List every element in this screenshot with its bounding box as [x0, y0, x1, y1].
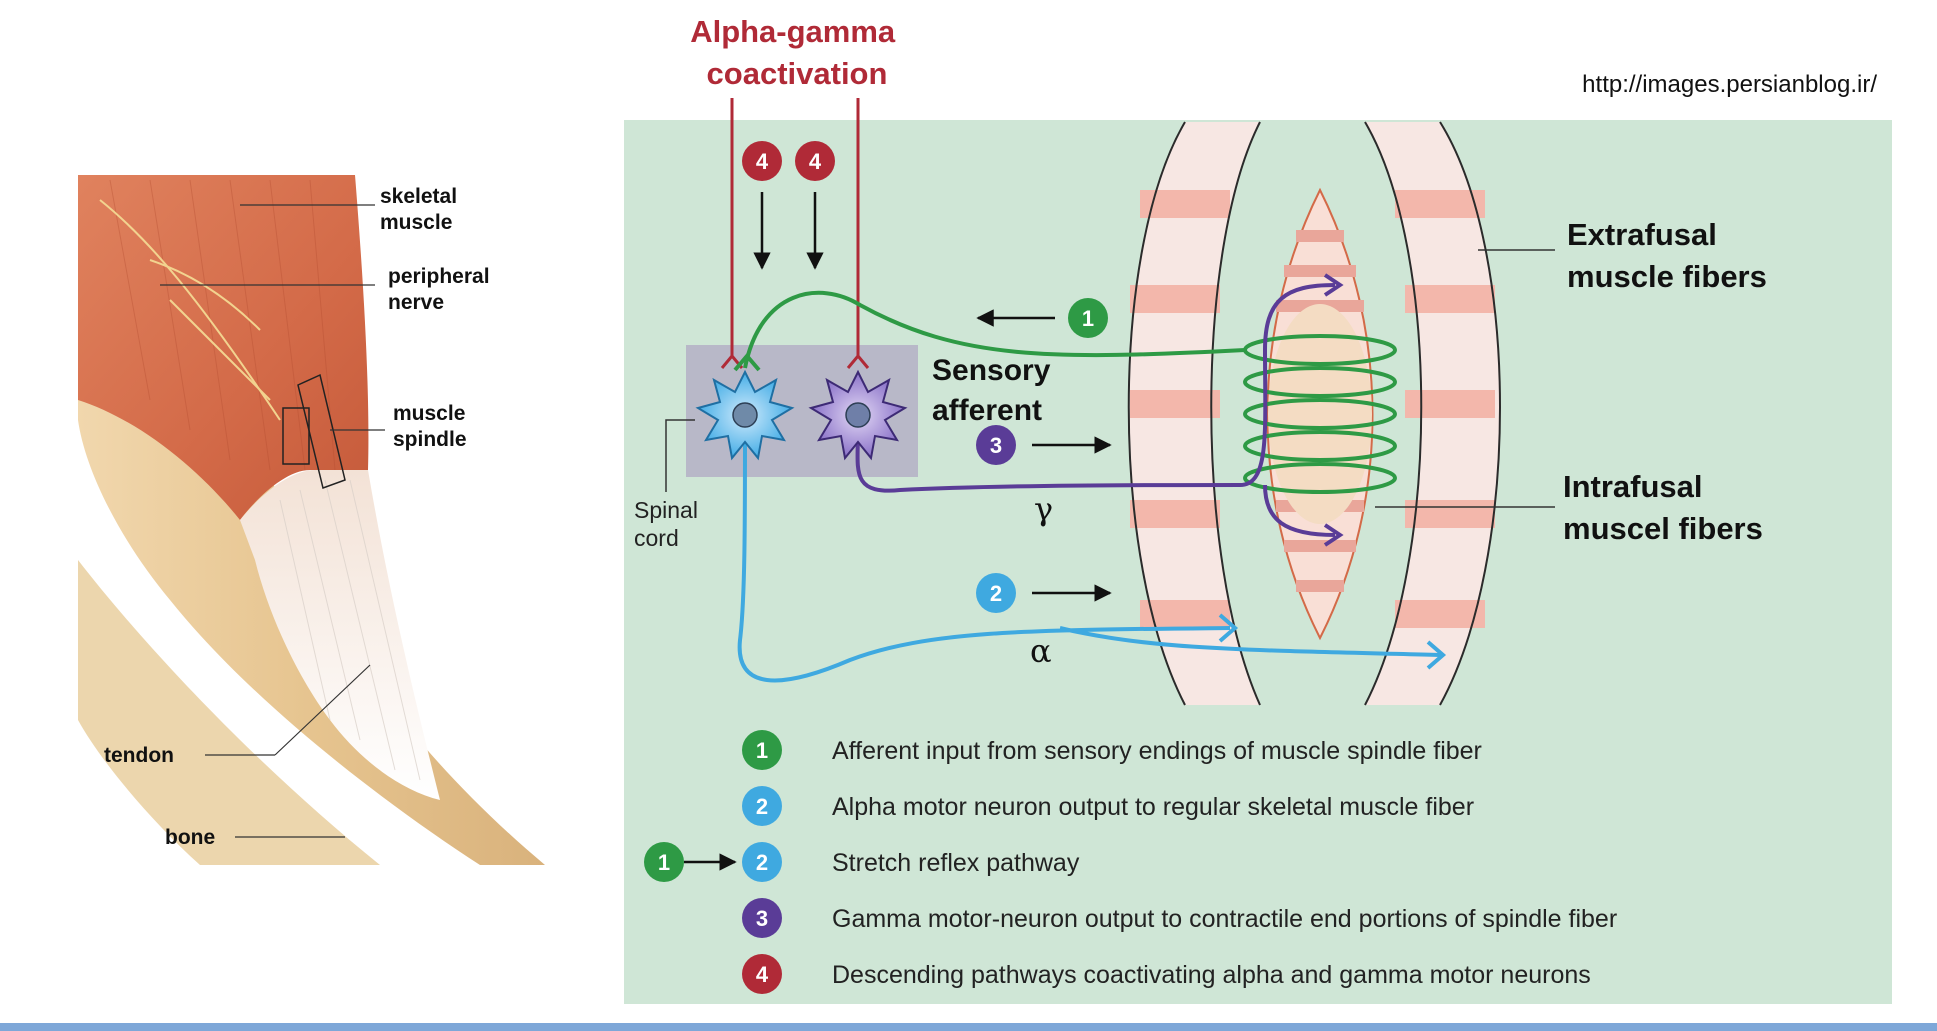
spinal-cord-leader — [665, 419, 695, 492]
legend-row-5: 4 Descending pathways coactivating alpha… — [742, 954, 1591, 994]
diagram-badge-1: 1 — [1068, 298, 1108, 338]
intrafusal-spindle — [1266, 187, 1374, 641]
anatomy-illustration: skeletal muscle peripheral nerve muscle … — [78, 175, 545, 865]
diagram-badge-4b: 4 — [795, 141, 835, 181]
spindle-outline-box — [297, 373, 346, 489]
label-sensory-afferent: Sensory afferent — [932, 354, 1059, 427]
legend: 1 Afferent input from sensory endings of… — [644, 730, 1617, 994]
bone-lower — [78, 560, 380, 865]
alpha-terminal-2 — [1426, 640, 1447, 670]
label-intrafusal: Intrafusal muscel fibers — [1563, 469, 1763, 546]
svg-text:Stretch reflex pathway: Stretch reflex pathway — [832, 849, 1080, 877]
svg-text:1: 1 — [658, 850, 670, 875]
peripheral-nerve-lines — [99, 199, 281, 421]
diagram-panel — [624, 120, 1892, 1004]
footer-rule — [0, 1023, 1937, 1031]
diagram-badge-3: 3 — [976, 425, 1016, 465]
extrafusal-fibers — [1127, 121, 1501, 706]
label-gamma: γ — [1034, 490, 1053, 528]
svg-text:2: 2 — [756, 850, 768, 875]
diagram-badge-4a: 4 — [742, 141, 782, 181]
svg-text:2: 2 — [756, 794, 768, 819]
label-alpha: α — [1030, 632, 1052, 670]
alpha-path — [737, 429, 1441, 683]
label-muscle-spindle: muscle spindle — [393, 402, 471, 451]
direction-arrows — [753, 192, 1112, 602]
label-bone: bone — [165, 826, 215, 849]
svg-text:3: 3 — [756, 906, 768, 931]
svg-text:Alpha motor neuron output to r: Alpha motor neuron output to regular ske… — [832, 793, 1474, 821]
gamma-motor-neuron — [808, 369, 908, 461]
svg-text:4: 4 — [756, 962, 769, 987]
gamma-path — [855, 283, 1336, 537]
gamma-terminal-top — [1323, 273, 1344, 297]
label-spinal-cord: Spinal cord — [634, 497, 704, 551]
svg-text:Afferent input from sensory en: Afferent input from sensory endings of m… — [832, 737, 1482, 765]
alpha-motor-neuron — [695, 369, 795, 461]
legend-row-3: 1 2 Stretch reflex pathway — [644, 842, 1080, 882]
sensory-terminal — [733, 352, 761, 372]
svg-text:Descending pathways coactivati: Descending pathways coactivating alpha a… — [832, 961, 1591, 989]
svg-text:1: 1 — [1082, 306, 1094, 331]
anatomy-leader-lines — [160, 204, 385, 838]
svg-text:Gamma motor-neuron output to c: Gamma motor-neuron output to contractile… — [832, 905, 1617, 933]
svg-text:3: 3 — [990, 433, 1002, 458]
alpha-terminal-1 — [1218, 613, 1239, 643]
svg-text:4: 4 — [756, 149, 769, 174]
svg-text:2: 2 — [990, 581, 1002, 606]
legend-row-2: 2 Alpha motor neuron output to regular s… — [742, 786, 1474, 826]
svg-text:4: 4 — [809, 149, 822, 174]
legend-row-1: 1 Afferent input from sensory endings of… — [742, 730, 1482, 770]
sensory-coil — [1243, 334, 1397, 494]
label-extrafusal: Extrafusal muscle fibers — [1567, 217, 1767, 294]
label-tendon: tendon — [104, 744, 174, 767]
label-peripheral-nerve: peripheral nerve — [388, 265, 495, 314]
diagram-badge-2: 2 — [976, 573, 1016, 613]
tendon-fibers — [279, 479, 421, 781]
spindle-inset-box — [282, 407, 310, 465]
sensory-afferent-path — [743, 290, 1246, 369]
source-url: http://images.persianblog.ir/ — [1582, 71, 1877, 98]
legend-row-4: 3 Gamma motor-neuron output to contracti… — [742, 898, 1617, 938]
label-skeletal-muscle: skeletal muscle — [380, 185, 463, 234]
title: Alpha-gamma coactivation — [690, 14, 904, 91]
tendon-shape — [240, 470, 440, 800]
svg-text:1: 1 — [756, 738, 768, 763]
gamma-terminal-bottom — [1323, 523, 1344, 547]
